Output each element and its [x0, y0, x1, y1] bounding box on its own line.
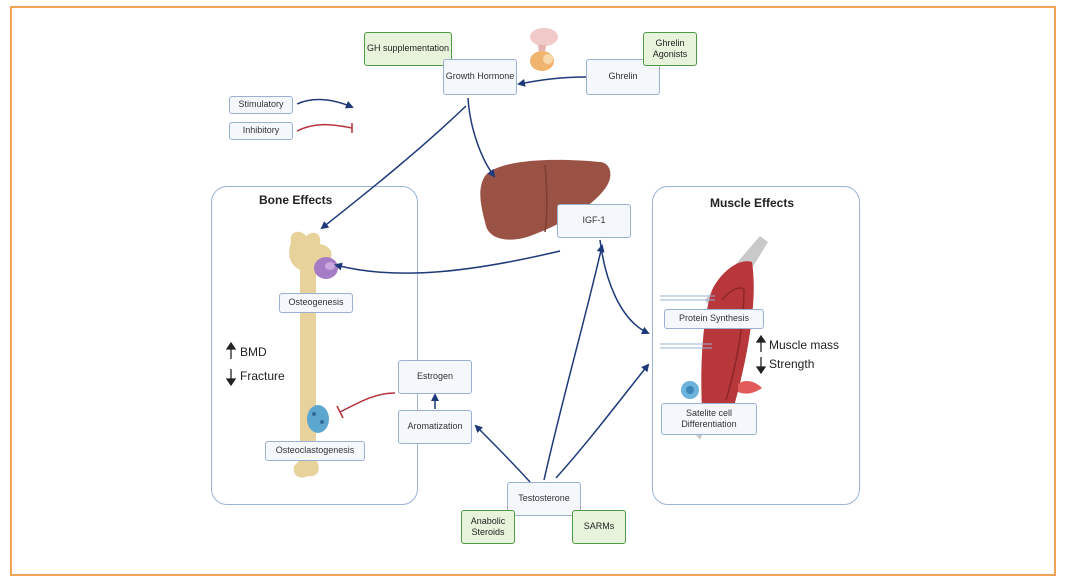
- igf1-box: IGF-1: [557, 204, 631, 238]
- bmd-label: BMD: [240, 345, 267, 359]
- testosterone-box: Testosterone: [507, 482, 581, 516]
- gh-supplementation-box: GH supplementation: [364, 32, 452, 66]
- aromatization-box: Aromatization: [398, 410, 472, 444]
- anabolic-steroids-box: Anabolic Steroids: [461, 510, 515, 544]
- osteoclastogenesis-box: Osteoclastogenesis: [265, 441, 365, 461]
- protein-synthesis-box: Protein Synthesis: [664, 309, 764, 329]
- muscle-mass-label: Muscle mass: [769, 338, 839, 352]
- ghrelin-agonists-box: Ghrelin Agonists: [643, 32, 697, 66]
- strength-label: Strength: [769, 357, 814, 371]
- osteogenesis-box: Osteogenesis: [279, 293, 353, 313]
- pituitary-gland-icon: [530, 28, 558, 71]
- sarms-box: SARMs: [572, 510, 626, 544]
- satellite-cell-box: Satelite cell Differentiation: [661, 403, 757, 435]
- fracture-label: Fracture: [240, 369, 285, 383]
- legend-stimulatory: Stimulatory: [229, 96, 293, 114]
- estrogen-box: Estrogen: [398, 360, 472, 394]
- legend-inhibitory: Inhibitory: [229, 122, 293, 140]
- growth-hormone-box: Growth Hormone: [443, 59, 517, 95]
